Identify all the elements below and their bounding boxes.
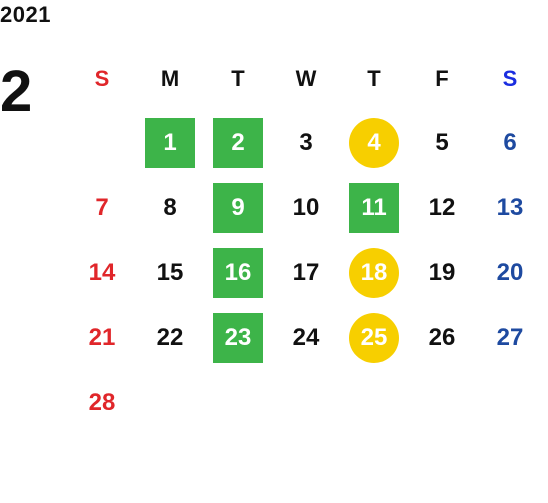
day-number: 22 [156, 323, 184, 351]
day-cell[interactable]: 8 [136, 175, 204, 240]
day-cell[interactable]: 19 [408, 240, 476, 305]
day-cell [340, 370, 408, 435]
day-number: 28 [88, 388, 116, 416]
day-cell[interactable]: 16 [204, 240, 272, 305]
weekday-friday: F [435, 66, 449, 91]
day-cell[interactable]: 24 [272, 305, 340, 370]
day-number: 11 [349, 182, 399, 233]
day-cell[interactable]: 27 [476, 305, 544, 370]
day-cell [136, 370, 204, 435]
day-cell[interactable]: 1 [136, 110, 204, 175]
weekday-header-row: S M T W T F S [68, 48, 544, 110]
day-number: 9 [213, 182, 263, 233]
day-number: 25 [349, 312, 399, 363]
day-cell[interactable]: 23 [204, 305, 272, 370]
week-row: 14 15 16 17 18 19 20 [68, 240, 544, 305]
day-cell [204, 370, 272, 435]
day-number: 10 [292, 193, 320, 221]
day-cell [476, 370, 544, 435]
day-number: 21 [88, 323, 116, 351]
day-cell[interactable]: 21 [68, 305, 136, 370]
week-row: 21 22 23 24 25 26 27 [68, 305, 544, 370]
day-cell[interactable]: 3 [272, 110, 340, 175]
day-number: 5 [435, 128, 449, 156]
day-number: 13 [496, 193, 524, 221]
day-cell[interactable]: 17 [272, 240, 340, 305]
day-number: 16 [213, 247, 263, 298]
day-cell[interactable]: 4 [340, 110, 408, 175]
day-number: 26 [428, 323, 456, 351]
day-cell[interactable]: 20 [476, 240, 544, 305]
weekday-monday: M [160, 66, 180, 91]
day-cell[interactable]: 25 [340, 305, 408, 370]
day-number: 4 [349, 117, 399, 168]
day-cell[interactable]: 5 [408, 110, 476, 175]
day-number: 19 [428, 258, 456, 286]
weekday-tuesday: T [231, 66, 245, 91]
weekday-sunday: S [94, 66, 110, 91]
weekday-thursday: T [367, 66, 381, 91]
day-number: 1 [145, 117, 195, 168]
day-cell[interactable]: 7 [68, 175, 136, 240]
day-number: 8 [163, 193, 177, 221]
day-number: 6 [503, 128, 517, 156]
day-number: 3 [299, 128, 313, 156]
day-cell[interactable]: 11 [340, 175, 408, 240]
day-number: 2 [213, 117, 263, 168]
day-number: 7 [95, 193, 109, 221]
day-number: 24 [292, 323, 320, 351]
day-cell[interactable]: 15 [136, 240, 204, 305]
day-cell[interactable]: 9 [204, 175, 272, 240]
day-number: 27 [496, 323, 524, 351]
day-cell[interactable]: 12 [408, 175, 476, 240]
week-row: 1 2 3 4 5 6 [68, 110, 544, 175]
day-cell [272, 370, 340, 435]
day-cell[interactable]: 22 [136, 305, 204, 370]
day-cell[interactable]: 14 [68, 240, 136, 305]
day-number: 15 [156, 258, 184, 286]
day-number: 17 [292, 258, 320, 286]
month-label: 2 [0, 59, 33, 124]
day-cell[interactable]: 26 [408, 305, 476, 370]
day-number: 23 [213, 312, 263, 363]
day-cell[interactable]: 13 [476, 175, 544, 240]
day-number: 18 [349, 247, 399, 298]
weekday-wednesday: W [295, 66, 317, 91]
week-row: 7 8 9 10 11 12 13 [68, 175, 544, 240]
day-cell[interactable]: 2 [204, 110, 272, 175]
calendar-grid: S M T W T F S 1 2 3 4 5 6 7 8 9 10 11 12… [68, 48, 544, 435]
week-row: 28 [68, 370, 544, 435]
day-number: 12 [428, 193, 456, 221]
day-cell[interactable]: 10 [272, 175, 340, 240]
day-number: 14 [88, 258, 116, 286]
year-label: 2021 [0, 2, 51, 27]
day-number: 20 [496, 258, 524, 286]
day-cell [68, 110, 136, 175]
day-cell[interactable]: 18 [340, 240, 408, 305]
day-cell[interactable]: 28 [68, 370, 136, 435]
day-cell[interactable]: 6 [476, 110, 544, 175]
weekday-saturday: S [502, 66, 518, 91]
day-cell [408, 370, 476, 435]
